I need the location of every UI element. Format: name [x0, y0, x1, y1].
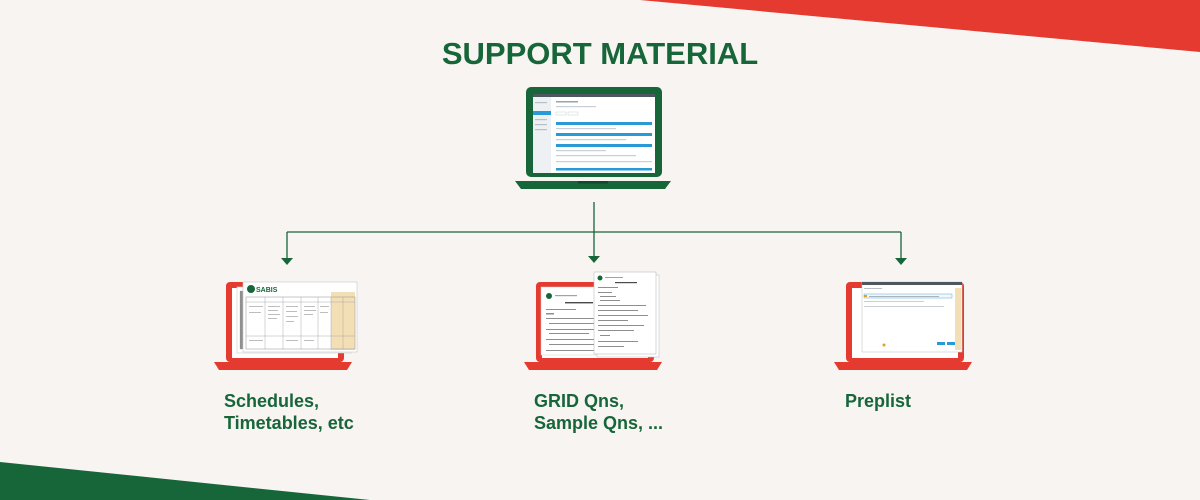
- bottom-left-green-band: [0, 462, 370, 500]
- arrow-center-icon: [588, 256, 600, 263]
- schedules-laptop-icon: SABIS: [214, 281, 358, 370]
- web-app-screen: [533, 94, 655, 173]
- arrow-left-icon: [281, 258, 293, 265]
- schedules-label: Schedules, Timetables, etc: [224, 390, 354, 434]
- grid-label-line-1: GRID Qns,: [534, 391, 625, 411]
- support-laptop-icon: [515, 87, 671, 189]
- grid-laptop-icon: [524, 271, 662, 370]
- grid-label: GRID Qns, Sample Qns, ...: [534, 390, 663, 434]
- connector-lines: [286, 202, 902, 258]
- page-title: SUPPORT MATERIAL: [441, 36, 759, 71]
- schedule-document-front: SABIS: [242, 281, 358, 353]
- top-right-red-band: [640, 0, 1200, 52]
- preplist-label: Preplist: [845, 390, 911, 412]
- sabis-logo-icon: [247, 285, 255, 293]
- preplist-laptop-icon: [834, 281, 972, 370]
- grid-label-line-2: Sample Qns, ...: [534, 413, 664, 433]
- schedules-label-line-2: Timetables, etc: [224, 413, 354, 433]
- arrow-right-icon: [895, 258, 907, 265]
- preplist-label-line-1: Preplist: [845, 391, 912, 411]
- svg-text:SABIS: SABIS: [256, 287, 278, 294]
- schedules-label-line-1: Schedules,: [224, 391, 320, 411]
- grid-question-sheet: [593, 271, 660, 358]
- preplist-app-screen: [861, 281, 963, 353]
